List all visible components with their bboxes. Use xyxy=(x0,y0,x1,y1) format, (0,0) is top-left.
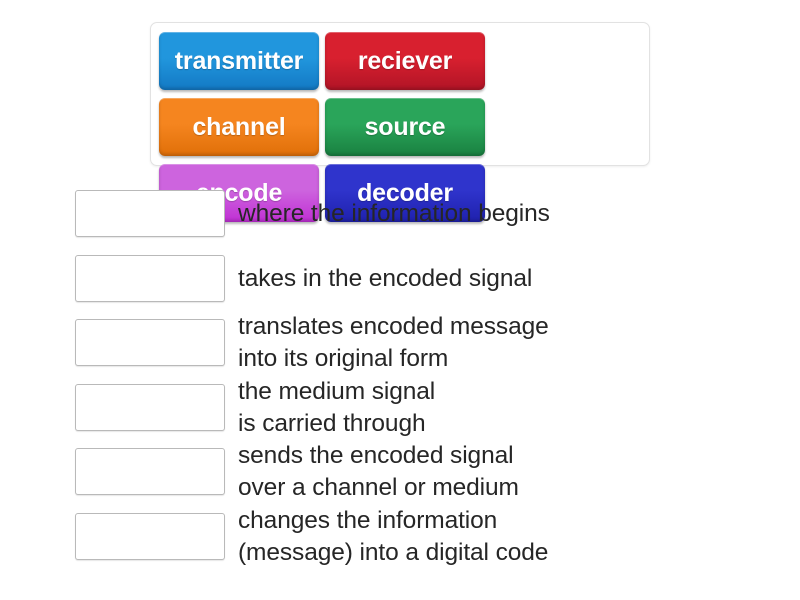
answer-drop-slot[interactable] xyxy=(75,190,225,237)
question-row: sends the encoded signal over a channel … xyxy=(0,440,800,505)
answer-drop-slot[interactable] xyxy=(75,254,225,302)
question-row: changes the information (message) into a… xyxy=(0,505,800,570)
answer-tile-bank: transmitter reciever channel source enco… xyxy=(150,22,650,222)
answer-tile-channel[interactable]: channel xyxy=(159,98,319,156)
answer-tile-label: decoder xyxy=(357,178,453,207)
question-list: where the information begins takes in th… xyxy=(0,182,800,569)
answer-tile-label: transmitter xyxy=(174,46,304,75)
question-row: the medium signal is carried through xyxy=(0,376,800,441)
answer-tile-label: reciever xyxy=(357,46,453,75)
answer-tile-label: source xyxy=(364,112,446,141)
question-text: changes the information (message) into a… xyxy=(238,506,549,566)
question-row: translates encoded message into its orig… xyxy=(0,311,800,376)
answer-drop-slot[interactable] xyxy=(75,512,225,560)
answer-drop-slot[interactable] xyxy=(75,448,225,495)
answer-tile-reciever[interactable]: reciever xyxy=(325,32,485,90)
question-text: where the information begins xyxy=(238,200,550,227)
question-text: translates encoded message into its orig… xyxy=(238,313,549,372)
question-text: sends the encoded signal over a channel … xyxy=(238,442,519,501)
answer-drop-slot[interactable] xyxy=(75,383,225,431)
question-row: where the information begins xyxy=(0,182,800,247)
answer-tile-transmitter[interactable]: transmitter xyxy=(159,32,319,90)
question-text: takes in the encoded signal xyxy=(238,264,533,292)
answer-tile-label: channel xyxy=(192,112,286,141)
answer-tile-decoder[interactable]: decoder xyxy=(325,164,485,222)
answer-tile-source[interactable]: source xyxy=(325,98,485,156)
question-text: the medium signal is carried through xyxy=(238,377,436,437)
question-row: takes in the encoded signal xyxy=(0,247,800,312)
answer-drop-slot[interactable] xyxy=(75,319,225,366)
